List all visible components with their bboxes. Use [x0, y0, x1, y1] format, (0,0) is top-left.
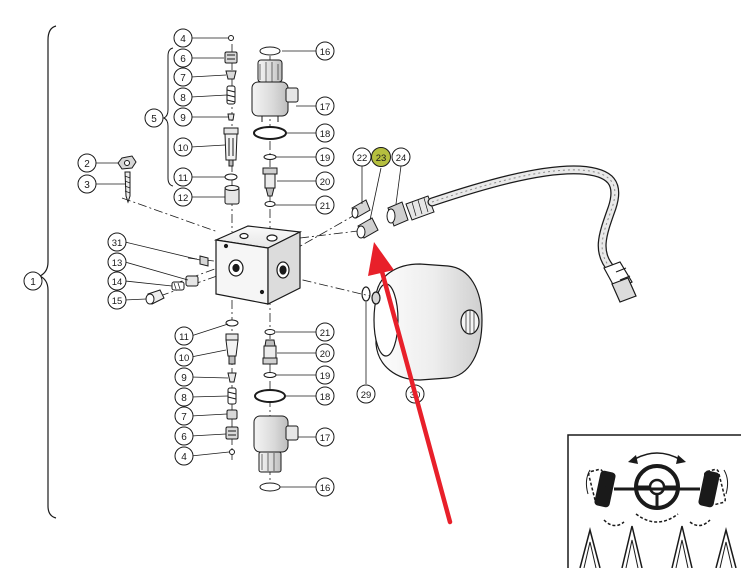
- svg-text:19: 19: [320, 371, 331, 382]
- callout-c4a: 4: [173, 28, 193, 48]
- callout-c23-highlighted: 23: [371, 147, 391, 167]
- steering-axle-inset: [567, 434, 741, 568]
- hose-end-fitting: [603, 261, 637, 303]
- callout-c8b: 8: [174, 387, 194, 407]
- svg-text:17: 17: [320, 433, 331, 444]
- callout-c24: 24: [391, 147, 411, 167]
- callout-c14: 14: [107, 271, 127, 291]
- callout-c2: 2: [77, 153, 97, 173]
- callout-c10b: 10: [174, 347, 194, 367]
- callout-c16a: 16: [315, 41, 335, 61]
- callout-c6b: 6: [174, 426, 194, 446]
- svg-text:9: 9: [180, 113, 186, 124]
- svg-text:10: 10: [179, 353, 190, 364]
- callout-c11a: 11: [173, 167, 193, 187]
- callout-c1: 1: [23, 271, 43, 291]
- callout-c5: 5: [144, 108, 164, 128]
- callout-c17a: 17: [315, 96, 335, 116]
- svg-text:14: 14: [112, 277, 123, 288]
- crop-row-symbols: [579, 513, 737, 568]
- svg-text:6: 6: [181, 432, 187, 443]
- svg-text:15: 15: [112, 296, 123, 307]
- callout-c7a: 7: [173, 67, 193, 87]
- svg-text:5: 5: [151, 114, 157, 125]
- axle-wheels-icon: [585, 468, 729, 508]
- callout-c31: 31: [107, 232, 127, 252]
- svg-text:2: 2: [84, 159, 90, 170]
- hydraulic-hose: [427, 165, 620, 275]
- callout-c10a: 10: [173, 137, 193, 157]
- svg-text:16: 16: [320, 47, 331, 58]
- svg-text:8: 8: [180, 93, 186, 104]
- red-pointer-arrow-icon: [368, 242, 453, 525]
- svg-text:11: 11: [178, 173, 188, 184]
- upper-solenoid: [251, 46, 299, 207]
- svg-text:8: 8: [181, 393, 187, 404]
- svg-text:6: 6: [180, 54, 186, 65]
- callout-c22: 22: [352, 147, 372, 167]
- lower-solenoid: [253, 329, 299, 492]
- svg-text:21: 21: [320, 328, 331, 339]
- svg-text:20: 20: [320, 349, 331, 360]
- callout-c7b: 7: [174, 406, 194, 426]
- svg-text:7: 7: [180, 73, 186, 84]
- svg-text:12: 12: [178, 193, 189, 204]
- svg-text:24: 24: [396, 153, 407, 164]
- steering-wheel-icon: [628, 452, 686, 510]
- svg-text:10: 10: [178, 143, 189, 154]
- callout-c3: 3: [77, 174, 97, 194]
- svg-text:29: 29: [361, 390, 372, 401]
- svg-text:21: 21: [320, 201, 331, 212]
- svg-text:20: 20: [320, 177, 331, 188]
- callout-c17b: 17: [315, 427, 335, 447]
- subassembly-bracket: [162, 47, 174, 187]
- callout-c12: 12: [173, 187, 193, 207]
- svg-text:11: 11: [179, 332, 189, 343]
- callout-c15: 15: [107, 290, 127, 310]
- hose-fittings: [351, 195, 435, 239]
- svg-text:19: 19: [320, 153, 331, 164]
- left-side-components: [117, 155, 209, 305]
- svg-text:31: 31: [112, 238, 123, 249]
- svg-text:18: 18: [320, 129, 331, 140]
- callout-c20a: 20: [315, 171, 335, 191]
- svg-text:22: 22: [357, 153, 368, 164]
- svg-text:7: 7: [181, 412, 187, 423]
- svg-text:16: 16: [320, 483, 331, 494]
- callout-c18b: 18: [315, 386, 335, 406]
- svg-text:18: 18: [320, 392, 331, 403]
- svg-text:4: 4: [180, 34, 186, 45]
- callout-c8a: 8: [173, 87, 193, 107]
- assembly-bracket: [38, 25, 57, 519]
- svg-text:3: 3: [84, 180, 90, 191]
- svg-text:17: 17: [320, 102, 331, 113]
- callout-c13: 13: [107, 252, 127, 272]
- callout-c21a: 21: [315, 195, 335, 215]
- callout-c29: 29: [356, 384, 376, 404]
- callout-c6a: 6: [173, 48, 193, 68]
- callout-c18a: 18: [315, 123, 335, 143]
- upper-left-components: [223, 35, 240, 205]
- callout-c16b: 16: [315, 477, 335, 497]
- callout-c9b: 9: [174, 367, 194, 387]
- valve-block: [213, 225, 303, 305]
- accumulator-tank: [371, 263, 483, 381]
- callout-c9a: 9: [173, 107, 193, 127]
- svg-text:13: 13: [112, 258, 123, 269]
- svg-text:23: 23: [376, 153, 387, 164]
- o-ring-29: [361, 286, 371, 302]
- callout-c19b: 19: [315, 365, 335, 385]
- callout-c21b: 21: [315, 322, 335, 342]
- callout-c19a: 19: [315, 147, 335, 167]
- svg-text:1: 1: [30, 277, 36, 288]
- callout-c20b: 20: [315, 343, 335, 363]
- callout-c11b: 11: [174, 326, 194, 346]
- svg-text:9: 9: [181, 373, 187, 384]
- callout-c4b: 4: [174, 446, 194, 466]
- lower-left-components: [225, 319, 239, 455]
- svg-text:4: 4: [181, 452, 187, 463]
